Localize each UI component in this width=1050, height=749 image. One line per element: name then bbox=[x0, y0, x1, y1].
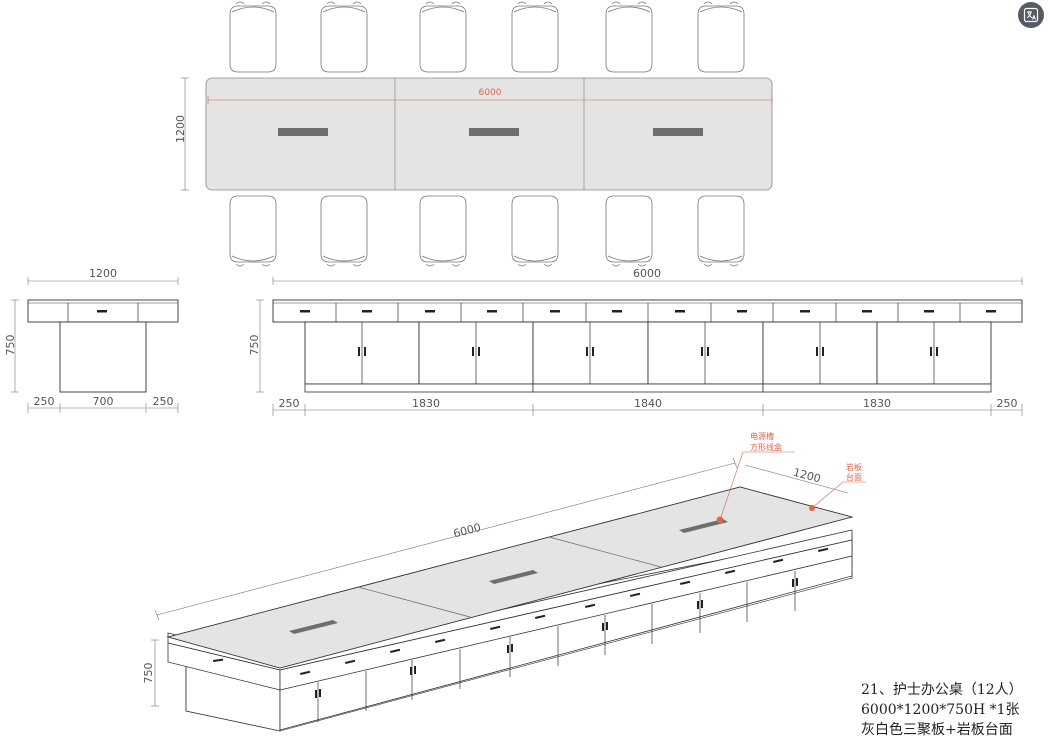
product-caption: 21、护士办公桌（12人） 6000*1200*750H *1张 灰白色三聚板+… bbox=[861, 680, 1050, 740]
plan-width-label: 1200 bbox=[174, 115, 187, 143]
iso-cable-slot bbox=[289, 620, 338, 634]
chair bbox=[419, 1, 467, 73]
side-width-label: 1200 bbox=[89, 267, 117, 280]
iso-width-label: 1200 bbox=[792, 466, 822, 486]
chair bbox=[229, 1, 277, 73]
front-length-label: 6000 bbox=[633, 267, 661, 280]
callout-top-line1: 岩板 bbox=[846, 462, 862, 472]
side-leg-panel bbox=[59, 321, 147, 393]
front-segment: 1830 bbox=[863, 397, 891, 410]
chair bbox=[229, 195, 277, 267]
chair bbox=[419, 195, 467, 267]
translate-icon bbox=[1023, 7, 1039, 23]
side-height-label: 750 bbox=[4, 335, 17, 356]
front-segment: 1830 bbox=[412, 397, 440, 410]
plan-length-label: 6000 bbox=[479, 88, 502, 98]
side-left-overhang: 250 bbox=[34, 395, 55, 408]
chair bbox=[697, 1, 745, 73]
chair bbox=[605, 195, 653, 267]
chair bbox=[511, 1, 559, 73]
iso-cable-slot bbox=[679, 519, 728, 533]
cable-slot bbox=[653, 128, 703, 136]
iso-height-label: 750 bbox=[142, 663, 155, 684]
chair bbox=[511, 195, 559, 267]
translate-button[interactable] bbox=[1018, 2, 1044, 28]
side-view: 1200 750 250 700 250 bbox=[4, 267, 179, 413]
chair bbox=[320, 195, 368, 267]
front-segment: 1840 bbox=[634, 397, 662, 410]
front-segment: 250 bbox=[279, 397, 300, 410]
callout-power-line1: 电源槽 bbox=[750, 431, 774, 441]
isometric-view: 6000 1200 750 电源槽 方形线盒 岩板 台面 bbox=[142, 431, 866, 732]
chair bbox=[320, 1, 368, 73]
caption-size: 6000*1200*750H *1张 bbox=[861, 702, 1020, 718]
side-right-overhang: 250 bbox=[153, 395, 174, 408]
callout-top-line2: 台面 bbox=[846, 472, 862, 482]
chair bbox=[697, 195, 745, 267]
chairs-top-row bbox=[229, 1, 745, 73]
front-height-label: 750 bbox=[248, 335, 261, 356]
iso-cable-slot bbox=[489, 570, 538, 584]
front-view: 6000 bbox=[248, 267, 1023, 416]
chairs-bottom-row bbox=[229, 195, 745, 267]
cabinet bbox=[532, 321, 649, 385]
iso-length-label: 6000 bbox=[452, 521, 482, 541]
caption-title: 21、护士办公桌（12人） bbox=[861, 682, 1023, 698]
front-segment: 250 bbox=[997, 397, 1018, 410]
cabinet bbox=[647, 321, 764, 385]
callout-power-line2: 方形线盒 bbox=[750, 442, 782, 452]
cable-slot bbox=[469, 128, 519, 136]
side-leg-width: 700 bbox=[93, 395, 114, 408]
plan-view: 6000 1200 bbox=[174, 1, 773, 267]
chair bbox=[605, 1, 653, 73]
cable-slot bbox=[278, 128, 328, 136]
caption-material: 灰白色三聚板+岩板台面 bbox=[861, 722, 1013, 738]
